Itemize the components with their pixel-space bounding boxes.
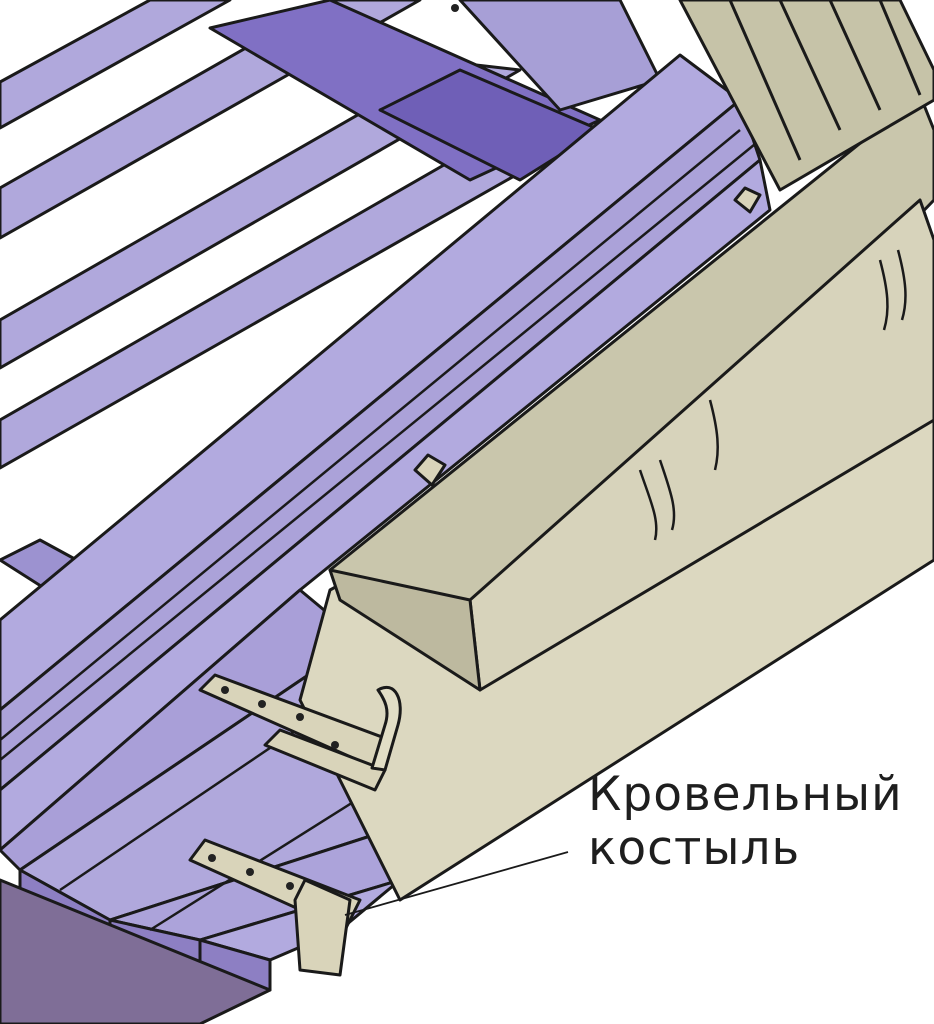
roof-sheet [678, 0, 934, 192]
bracket-6 [733, 186, 762, 214]
callout-label: Кровельный костыль [588, 768, 928, 876]
purlin-bottom [0, 878, 272, 1024]
gutter-lip [328, 568, 482, 692]
gutter-brackets [188, 186, 762, 977]
slat-back-1 [0, 0, 232, 130]
bracket-4 [293, 878, 352, 977]
gutter [328, 93, 934, 692]
slat-back-3 [0, 60, 522, 370]
roof-covering [678, 0, 934, 192]
gutter-joints [638, 249, 907, 541]
callout-label-line1: Кровельный [588, 767, 903, 822]
bracket-strap [370, 686, 402, 772]
deck-board-3 [0, 158, 772, 852]
callout-label-line2: костыль [588, 821, 801, 876]
bracket-5 [413, 453, 447, 487]
nail-holes [208, 4, 459, 890]
leader-line [344, 851, 569, 916]
